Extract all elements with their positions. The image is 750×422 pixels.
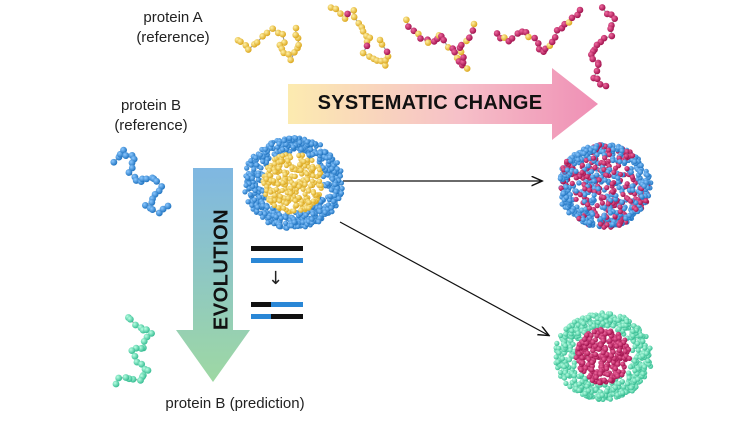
protein-a-label: protein A (reference) [136,9,210,46]
protein-b-prediction-chain [112,314,155,388]
mutation-arrow-icon: ↓ [268,268,284,289]
protein-b-prediction-label: protein B (prediction) [165,395,305,412]
sequence-bars-mutated [251,302,303,319]
condensates [242,134,654,403]
evolution-arrow [176,168,250,382]
arrow-to-predicted-condensate [339,221,548,335]
protein-b-reference-chain [110,146,172,217]
protein-a-chain-3 [403,16,478,72]
systematic-change-arrow [288,68,598,140]
protein-a-chain-1 [234,24,302,64]
protein-a-chain-4 [493,6,584,55]
mixed-condensate [557,142,654,230]
protein-a-chain-2 [327,4,392,69]
protein-a-chain-5 [588,4,619,90]
protein-b-label: protein B (reference) [114,97,188,134]
systematic-change-label: SYSTEMATIC CHANGE [317,92,543,114]
protein-chains [110,4,619,388]
reference-condensate [242,134,345,231]
evolution-label: EVOLUTION [210,208,233,331]
predicted-condensate [553,310,654,403]
sequence-bars-reference [251,246,303,263]
